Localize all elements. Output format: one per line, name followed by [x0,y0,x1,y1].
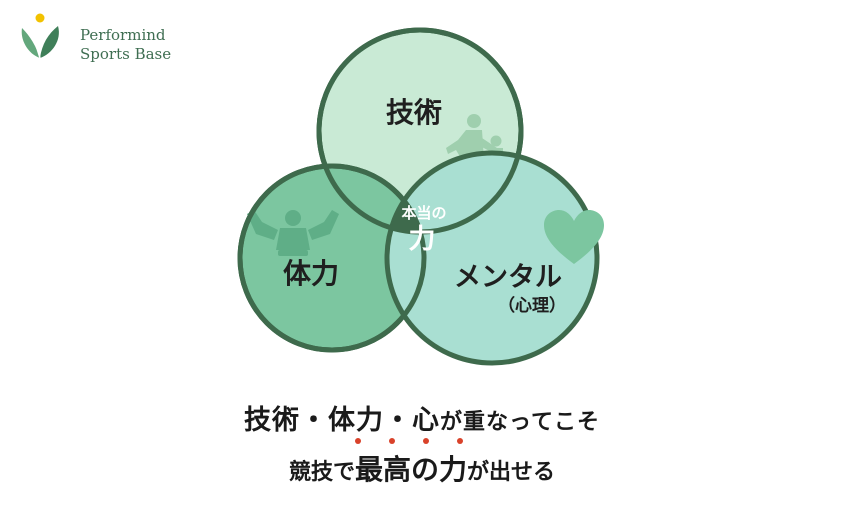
logo-line2: Sports Base [80,45,172,63]
strongman-icon [247,210,339,256]
caption-line2-emph: 最高の力 [354,453,467,486]
brand-logo: Performind Sports Base [18,12,178,63]
caption-line1: 技術・体力・心が重なってこそ [0,398,844,437]
emphasis-dot [457,438,463,444]
center-label-big: 力 [409,224,436,255]
emphasis-dot [389,438,395,444]
logo-line1: Performind [80,26,166,44]
center-label-small: 本当の [401,204,446,222]
logo-leaf-icon [21,13,59,59]
heart-icon [544,210,604,264]
caption-line1-main: 技術・体力・心 [244,405,441,436]
label-mental: メンタル [454,262,562,293]
circle-mental [384,150,600,366]
caption-line2-head: 競技で [288,460,355,485]
label-mental-sub: （心理） [498,295,566,316]
emphasis-dot [355,438,361,444]
caption-line2-tail: が出せる [467,460,556,485]
caption-line1-tail: が重なってこそ [440,410,600,435]
label-technique: 技術 [386,96,442,129]
label-physical: 体力 [283,257,339,290]
emphasis-dot [423,438,429,444]
caption-line2: 競技で最高の力が出せる [0,448,844,488]
